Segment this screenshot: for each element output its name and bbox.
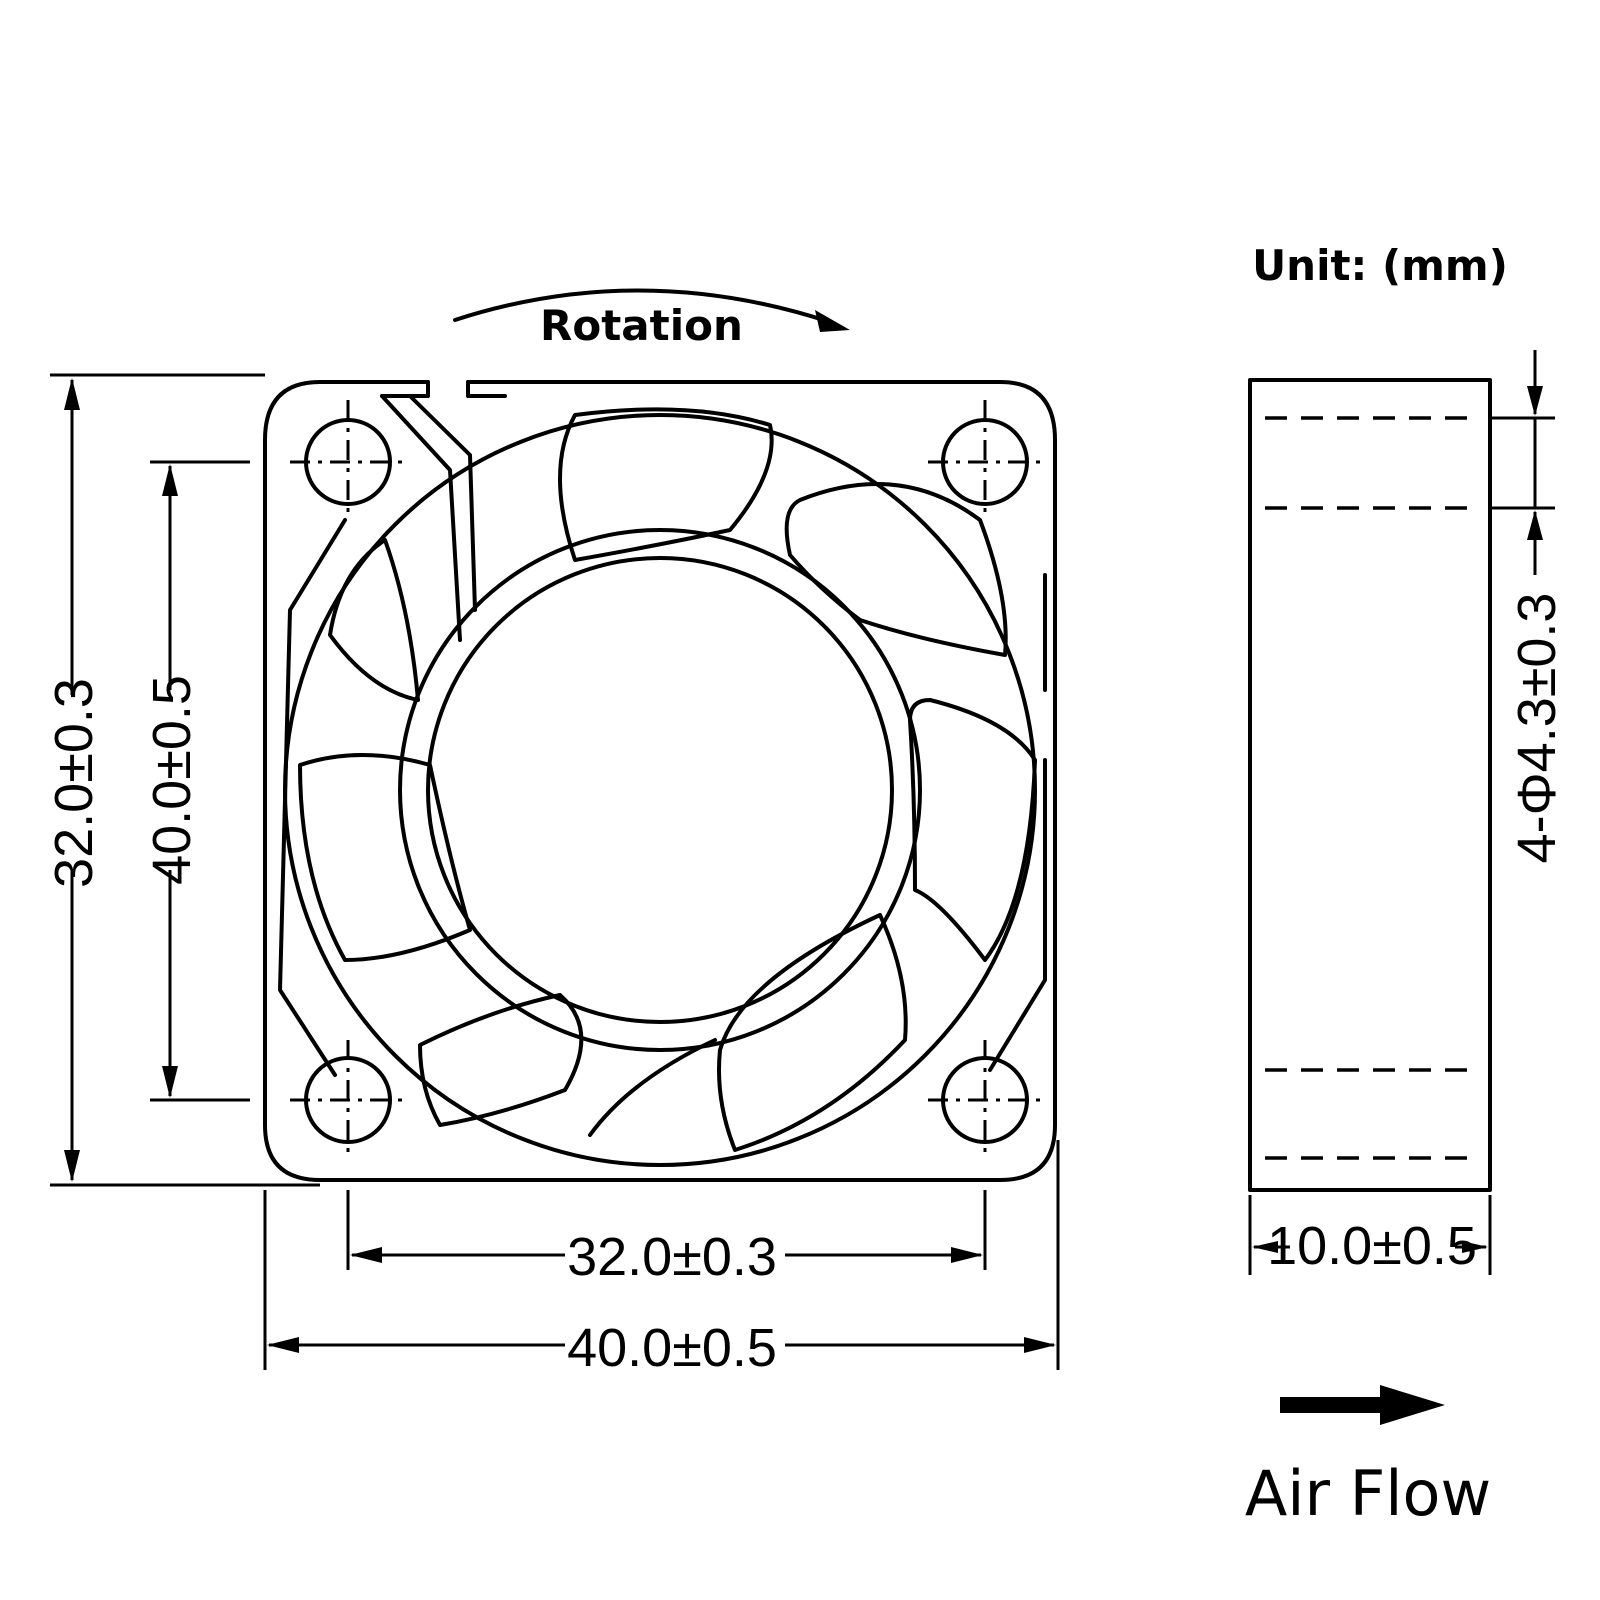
fan-opening-ring xyxy=(283,413,1037,1167)
fan-blade xyxy=(784,482,1008,657)
air-flow-indicator: Air Flow xyxy=(1245,1385,1491,1530)
dim-thickness-label: 10.0±0.5 xyxy=(1267,1216,1477,1276)
fan-housing-inner xyxy=(278,518,1047,1077)
fan-hub-outer xyxy=(398,528,922,1052)
rotation-label: Rotation xyxy=(540,301,743,350)
side-view-body xyxy=(1248,378,1492,1192)
frame-notch xyxy=(380,380,507,398)
unit-label: Unit: (mm) xyxy=(1252,241,1508,290)
dim-hole-diameter: 4-Φ4.3±0.3 xyxy=(1507,350,1567,863)
fan-hub-inner xyxy=(426,556,894,1024)
rotation-indicator: Rotation xyxy=(453,288,850,350)
dim-hole-width: 32.0±0.3 xyxy=(346,1190,987,1287)
dim-hole-height: 40.0±0.5 xyxy=(142,460,250,1102)
fan-blade xyxy=(328,538,420,702)
dim-outer-width: 40.0±0.5 xyxy=(263,1140,1060,1378)
fan-blade xyxy=(418,993,584,1127)
mounting-holes xyxy=(290,400,1045,1160)
fan-blade xyxy=(558,407,774,562)
dim-outer-width-label: 40.0±0.5 xyxy=(567,1318,777,1378)
fan-front-view xyxy=(263,380,1057,1182)
fan-blade xyxy=(717,913,908,1152)
fan-blade xyxy=(588,1038,717,1137)
fan-blades xyxy=(298,407,1037,1152)
fan-blade xyxy=(298,753,472,962)
dim-thickness: 10.0±0.5 xyxy=(1248,1195,1492,1276)
fan-frame-outline xyxy=(263,380,1057,1182)
air-flow-arrow-head xyxy=(1380,1385,1445,1425)
dim-hole-height-label: 40.0±0.5 xyxy=(142,675,202,885)
fan-blade xyxy=(908,698,1037,962)
dim-hole-diameter-label: 4-Φ4.3±0.3 xyxy=(1507,593,1567,864)
air-flow-arrow-shaft xyxy=(1280,1397,1385,1413)
fan-side-view xyxy=(1248,378,1555,1192)
dim-outer-height: 32.0±0.3 xyxy=(44,373,320,1187)
rotation-arrowhead xyxy=(815,310,850,332)
dim-hole-width-label: 32.0±0.3 xyxy=(567,1227,777,1287)
rotation-arrow xyxy=(453,288,832,324)
support-strut xyxy=(380,394,477,642)
mounting-hole-top-right xyxy=(928,400,1045,520)
dim-outer-height-label: 32.0±0.3 xyxy=(44,678,104,888)
mounting-hole-bottom-right xyxy=(928,1040,1045,1160)
mounting-hole-top-left xyxy=(290,400,408,520)
air-flow-label: Air Flow xyxy=(1245,1457,1491,1530)
mounting-hole-bottom-left xyxy=(290,1040,408,1160)
